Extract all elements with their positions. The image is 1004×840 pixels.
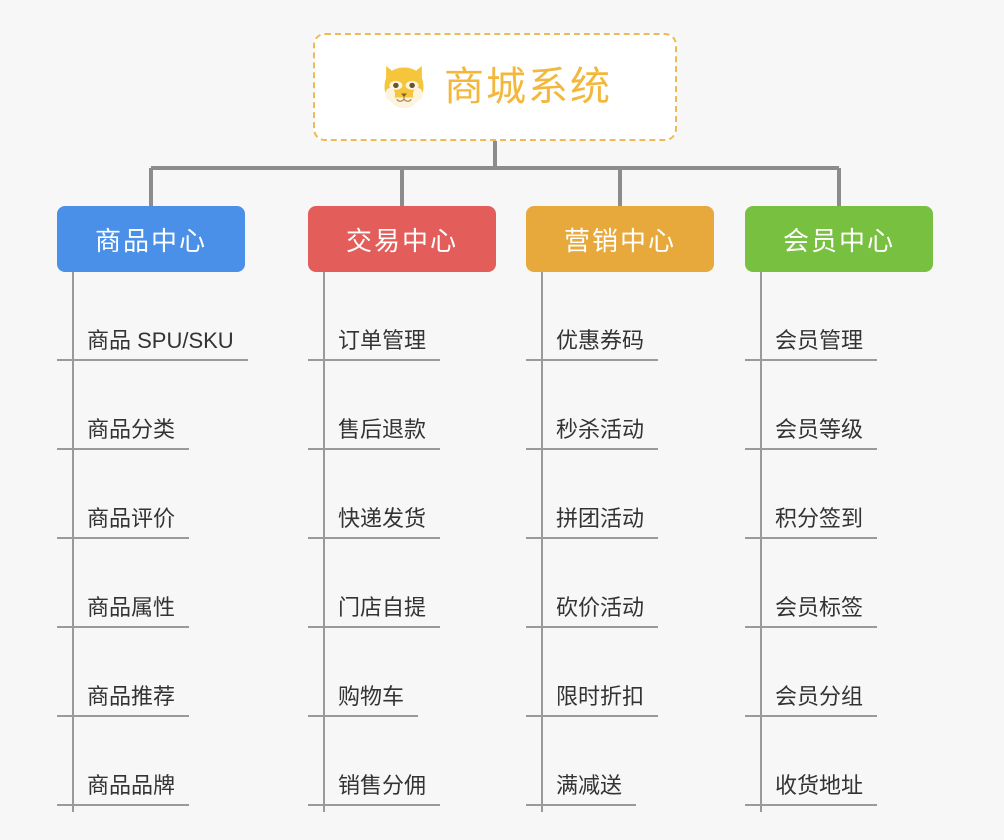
leaf-label: 门店自提 — [308, 595, 441, 628]
leaf-item[interactable]: 商品 SPU/SKU — [57, 272, 248, 361]
leaf-label: 限时折扣 — [526, 684, 659, 717]
leaf-label: 销售分佣 — [308, 773, 441, 806]
branch-spine-3 — [760, 272, 762, 812]
leaf-label: 商品推荐 — [57, 684, 190, 717]
leaf-list-0: 商品 SPU/SKU 商品分类 商品评价 商品属性 商品推荐 商品品牌 — [57, 272, 248, 806]
leaf-label: 快递发货 — [308, 506, 441, 539]
branch-spine-2 — [541, 272, 543, 812]
leaf-label: 商品 SPU/SKU — [57, 328, 248, 361]
leaf-label: 拼团活动 — [526, 506, 659, 539]
category-box-3[interactable]: 会员中心 — [745, 206, 933, 272]
leaf-item[interactable]: 销售分佣 — [308, 717, 441, 806]
category-label-3: 会员中心 — [782, 225, 895, 256]
leaf-label: 订单管理 — [308, 328, 441, 361]
leaf-item[interactable]: 会员等级 — [745, 361, 878, 450]
leaf-item[interactable]: 快递发货 — [308, 450, 441, 539]
root-title: 商城系统 — [444, 65, 612, 109]
category-box-1[interactable]: 交易中心 — [308, 206, 496, 272]
branch-spine-1 — [323, 272, 325, 812]
leaf-label: 会员分组 — [745, 684, 878, 717]
leaf-label: 商品评价 — [57, 506, 190, 539]
leaf-item[interactable]: 商品品牌 — [57, 717, 248, 806]
leaf-item[interactable]: 限时折扣 — [526, 628, 659, 717]
leaf-item[interactable]: 拼团活动 — [526, 450, 659, 539]
leaf-item[interactable]: 商品属性 — [57, 539, 248, 628]
leaf-item[interactable]: 商品推荐 — [57, 628, 248, 717]
category-box-0[interactable]: 商品中心 — [57, 206, 245, 272]
leaf-item[interactable]: 购物车 — [308, 628, 440, 717]
leaf-label: 砍价活动 — [526, 595, 659, 628]
leaf-item[interactable]: 秒杀活动 — [526, 361, 659, 450]
leaf-label: 商品品牌 — [57, 773, 190, 806]
leaf-item[interactable]: 商品评价 — [57, 450, 248, 539]
leaf-item[interactable]: 门店自提 — [308, 539, 441, 628]
leaf-label: 会员等级 — [745, 417, 878, 450]
leaf-item[interactable]: 满减送 — [526, 717, 658, 806]
leaf-item[interactable]: 积分签到 — [745, 450, 878, 539]
category-box-2[interactable]: 营销中心 — [526, 206, 714, 272]
leaf-label: 秒杀活动 — [526, 417, 659, 450]
leaf-list-1: 订单管理 售后退款 快递发货 门店自提 购物车 销售分佣 — [308, 272, 441, 806]
leaf-label: 满减送 — [526, 773, 637, 806]
leaf-list-2: 优惠券码 秒杀活动 拼团活动 砍价活动 限时折扣 满减送 — [526, 272, 659, 806]
leaf-item[interactable]: 优惠券码 — [526, 272, 659, 361]
leaf-item[interactable]: 收货地址 — [745, 717, 878, 806]
leaf-item[interactable]: 会员标签 — [745, 539, 878, 628]
leaf-label: 会员标签 — [745, 595, 878, 628]
leaf-item[interactable]: 订单管理 — [308, 272, 441, 361]
leaf-label: 售后退款 — [308, 417, 441, 450]
leaf-label: 购物车 — [308, 684, 419, 717]
shiba-dog-icon — [384, 65, 424, 109]
leaf-label: 会员管理 — [745, 328, 878, 361]
category-label-1: 交易中心 — [345, 225, 458, 256]
leaf-item[interactable]: 会员分组 — [745, 628, 878, 717]
leaf-label: 收货地址 — [745, 773, 878, 806]
leaf-item[interactable]: 售后退款 — [308, 361, 441, 450]
leaf-label: 优惠券码 — [526, 328, 659, 361]
leaf-item[interactable]: 砍价活动 — [526, 539, 659, 628]
branch-spine-0 — [72, 272, 74, 812]
root-node[interactable]: 商城系统 — [313, 33, 677, 141]
category-label-2: 营销中心 — [563, 225, 676, 256]
leaf-label: 商品分类 — [57, 417, 190, 450]
leaf-label: 商品属性 — [57, 595, 190, 628]
leaf-item[interactable]: 会员管理 — [745, 272, 878, 361]
category-label-0: 商品中心 — [94, 225, 207, 256]
leaf-item[interactable]: 商品分类 — [57, 361, 248, 450]
leaf-label: 积分签到 — [745, 506, 878, 539]
leaf-list-3: 会员管理 会员等级 积分签到 会员标签 会员分组 收货地址 — [745, 272, 878, 806]
